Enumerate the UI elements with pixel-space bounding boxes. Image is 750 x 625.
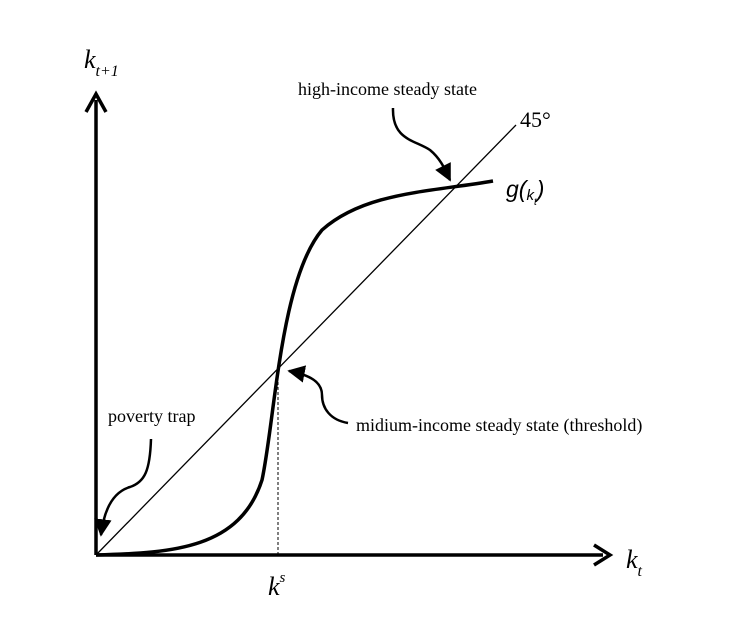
poverty-trap-arrow-icon xyxy=(94,438,153,537)
x-axis-arrow-icon xyxy=(593,543,614,567)
g-curve-label: g(kt) xyxy=(506,176,544,208)
x-axis-label: kt xyxy=(626,545,643,580)
poverty-trap-annotation: poverty trap xyxy=(108,406,195,426)
high-income-annotation: high-income steady state xyxy=(298,79,477,99)
threshold-label: ks xyxy=(268,570,286,601)
medium-income-arrow-icon xyxy=(287,365,349,425)
y-axis-label: kt+1 xyxy=(84,45,119,80)
diagonal-45-label: 45° xyxy=(520,107,551,132)
medium-income-annotation: midium-income steady state (threshold) xyxy=(356,415,642,436)
threshold-label-superscript: s xyxy=(280,570,286,586)
high-income-arrow-icon xyxy=(391,107,452,182)
y-axis-label-subscript: t+1 xyxy=(96,63,119,80)
x-axis-label-subscript: t xyxy=(638,563,643,580)
diagonal-45-line xyxy=(95,124,517,556)
y-axis-arrow-icon xyxy=(84,90,108,113)
g-curve xyxy=(95,179,494,557)
